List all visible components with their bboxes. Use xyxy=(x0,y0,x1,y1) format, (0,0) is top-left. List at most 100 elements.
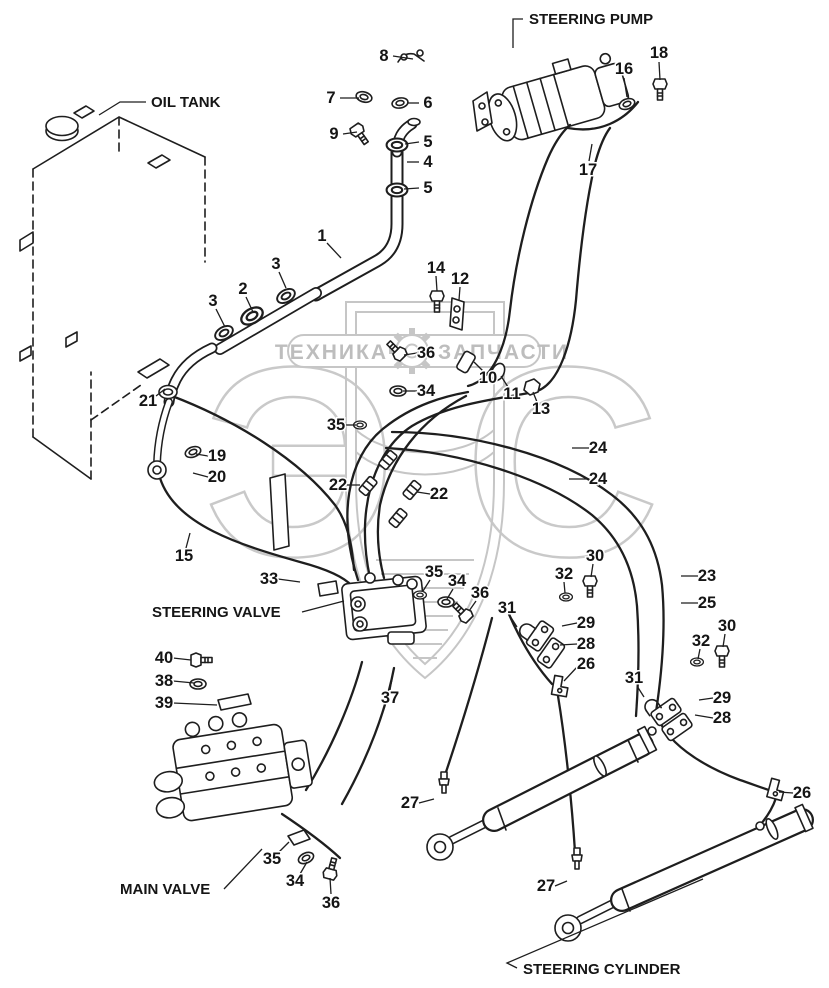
part-number: 8 xyxy=(379,47,388,65)
part-leader-line xyxy=(590,563,594,578)
hoses-drawing xyxy=(158,100,778,860)
part-number: 11 xyxy=(503,385,520,403)
part-number: 36 xyxy=(322,894,340,912)
part-leader-line xyxy=(418,798,435,804)
part-leader-line xyxy=(658,61,661,81)
part-number: 27 xyxy=(537,877,555,895)
part-number: 20 xyxy=(208,468,226,486)
label-leader-line xyxy=(223,848,263,890)
part-leader-line xyxy=(278,271,287,289)
part-leader-line xyxy=(559,643,578,646)
part-leader-line xyxy=(468,600,477,612)
part-leader-line xyxy=(458,286,461,301)
part-leader-line xyxy=(172,657,192,661)
part-number: 9 xyxy=(329,125,338,143)
part-number: 3 xyxy=(208,292,217,310)
steering-cylinder-drawing xyxy=(426,725,814,942)
part-number: 26 xyxy=(577,655,595,673)
part-number: 16 xyxy=(615,60,633,78)
part-number: 2 xyxy=(238,280,247,298)
part-leader-line xyxy=(342,131,358,135)
part-number: 24 xyxy=(589,470,608,488)
part-leader-line xyxy=(588,143,593,162)
part-number: 23 xyxy=(698,567,716,585)
part-number: 35 xyxy=(263,850,281,868)
part-number: 10 xyxy=(479,369,497,387)
junction-fittings-drawing xyxy=(352,78,668,529)
label-leader-line xyxy=(98,101,146,116)
part-leader-line xyxy=(155,388,166,397)
part-leader-line xyxy=(329,877,332,895)
part-leader-line xyxy=(392,55,414,60)
part-number: 37 xyxy=(381,689,399,707)
part-number: 18 xyxy=(650,44,668,62)
part-number: 13 xyxy=(532,400,550,418)
part-leader-line xyxy=(623,77,628,98)
part-leader-line xyxy=(416,491,431,495)
part-leader-line xyxy=(192,472,209,478)
part-number: 17 xyxy=(579,161,597,179)
component-label: STEERING PUMP xyxy=(529,11,653,28)
part-leader-line xyxy=(172,680,195,684)
part-leader-line xyxy=(326,242,342,259)
part-number: 39 xyxy=(155,694,173,712)
part-number: 15 xyxy=(175,547,193,565)
part-number: 32 xyxy=(555,565,573,583)
label-leader-line xyxy=(301,600,345,613)
part-leader-line xyxy=(722,633,726,648)
label-leader-line xyxy=(512,18,523,48)
steering-pump-drawing xyxy=(472,52,630,142)
part-number: 30 xyxy=(586,547,604,565)
part-number: 32 xyxy=(692,632,710,650)
part-leader-line xyxy=(277,841,290,854)
part-number: 25 xyxy=(698,594,716,612)
part-number: 31 xyxy=(498,599,516,617)
component-label: STEERING VALVE xyxy=(152,604,281,621)
part-leader-line xyxy=(195,453,209,457)
main-valve-drawing xyxy=(153,652,342,882)
part-leader-line xyxy=(554,880,568,887)
part-leader-line xyxy=(185,532,191,549)
part-number: 26 xyxy=(793,784,811,802)
part-leader-line xyxy=(404,141,420,145)
part-number: 35 xyxy=(425,563,443,581)
part-leader-line xyxy=(422,579,431,592)
part-leader-line xyxy=(563,581,566,594)
part-leader-line xyxy=(473,361,484,372)
part-number: 31 xyxy=(625,669,643,687)
part-number: 5 xyxy=(423,179,432,197)
part-leader-line xyxy=(245,296,254,313)
part-leader-line xyxy=(697,648,701,660)
component-label: STEERING CYLINDER xyxy=(523,961,681,978)
part-number: 34 xyxy=(286,872,305,890)
part-leader-line xyxy=(561,622,578,627)
suction-tube-drawing xyxy=(147,49,425,480)
oil-tank-drawing xyxy=(19,105,206,480)
part-number: 28 xyxy=(713,709,731,727)
part-number: 14 xyxy=(427,259,446,277)
part-leader-line xyxy=(172,702,218,706)
part-leader-line xyxy=(636,685,645,698)
part-number: 12 xyxy=(451,270,469,288)
part-number: 7 xyxy=(326,89,335,107)
part-leader-line xyxy=(446,588,454,600)
part-number: 30 xyxy=(718,617,736,635)
part-leader-line xyxy=(532,391,538,403)
part-number: 35 xyxy=(327,416,345,434)
part-leader-line xyxy=(389,672,394,691)
component-label: OIL TANK xyxy=(151,94,221,111)
part-number: 3 xyxy=(271,255,280,273)
part-number: 21 xyxy=(139,392,157,410)
part-number: 27 xyxy=(401,794,419,812)
part-leader-line xyxy=(778,791,794,794)
watermark-word-left: ТЕХНИКА xyxy=(275,341,388,364)
part-number: 34 xyxy=(448,572,467,590)
steering-valve-drawing xyxy=(269,473,476,645)
part-number: 38 xyxy=(155,672,173,690)
part-number: 5 xyxy=(423,133,432,151)
part-number: 36 xyxy=(471,584,489,602)
part-number: 34 xyxy=(417,382,436,400)
